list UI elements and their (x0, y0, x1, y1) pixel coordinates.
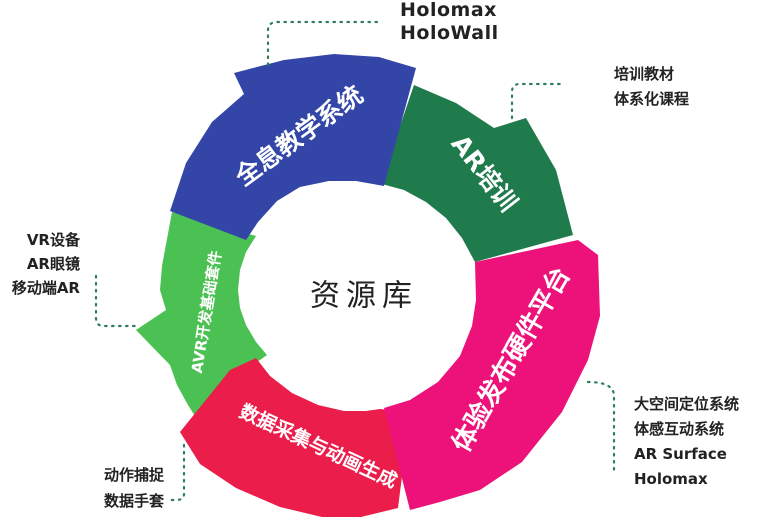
callout-experience: 大空间定位系统 体感互动系统 AR Surface Holomax (634, 395, 739, 488)
callout-experience-line: 体感互动系统 (634, 420, 724, 438)
callout-experience-line: 大空间定位系统 (634, 395, 739, 413)
callout-avr-line: AR眼镜 (27, 255, 80, 273)
leader-avr (94, 274, 140, 328)
callout-holo-line: Holomax (400, 0, 497, 21)
callout-holo: Holomax HoloWall (400, 0, 499, 44)
segment-data-capture[interactable] (180, 358, 410, 517)
ring-segments (136, 54, 600, 517)
leader-capture (168, 443, 186, 502)
callout-experience-line: Holomax (634, 470, 708, 488)
callout-capture-line: 数据手套 (104, 492, 165, 510)
callout-capture: 动作捕捉 数据手套 (104, 466, 165, 510)
segment-holo-teaching[interactable] (170, 54, 416, 240)
leader-lines (94, 20, 616, 502)
segment-experience-platform[interactable] (384, 240, 600, 510)
callout-avr: VR设备 AR眼镜 移动端AR (12, 231, 81, 297)
center-label: 资源库 (310, 279, 418, 314)
segment-ar-training[interactable] (378, 85, 573, 262)
leader-experience (586, 380, 616, 472)
callout-avr-line: VR设备 (27, 231, 81, 249)
leader-ar (510, 82, 562, 120)
callout-experience-line: AR Surface (634, 445, 727, 463)
callout-holo-line: HoloWall (400, 22, 499, 44)
callout-capture-line: 动作捕捉 (104, 466, 165, 484)
callout-ar-line: 培训教材 (614, 65, 674, 83)
callout-ar: 培训教材 体系化课程 (614, 65, 689, 108)
callout-ar-line: 体系化课程 (614, 90, 689, 108)
callout-avr-line: 移动端AR (12, 279, 81, 297)
leader-holo (266, 20, 380, 67)
